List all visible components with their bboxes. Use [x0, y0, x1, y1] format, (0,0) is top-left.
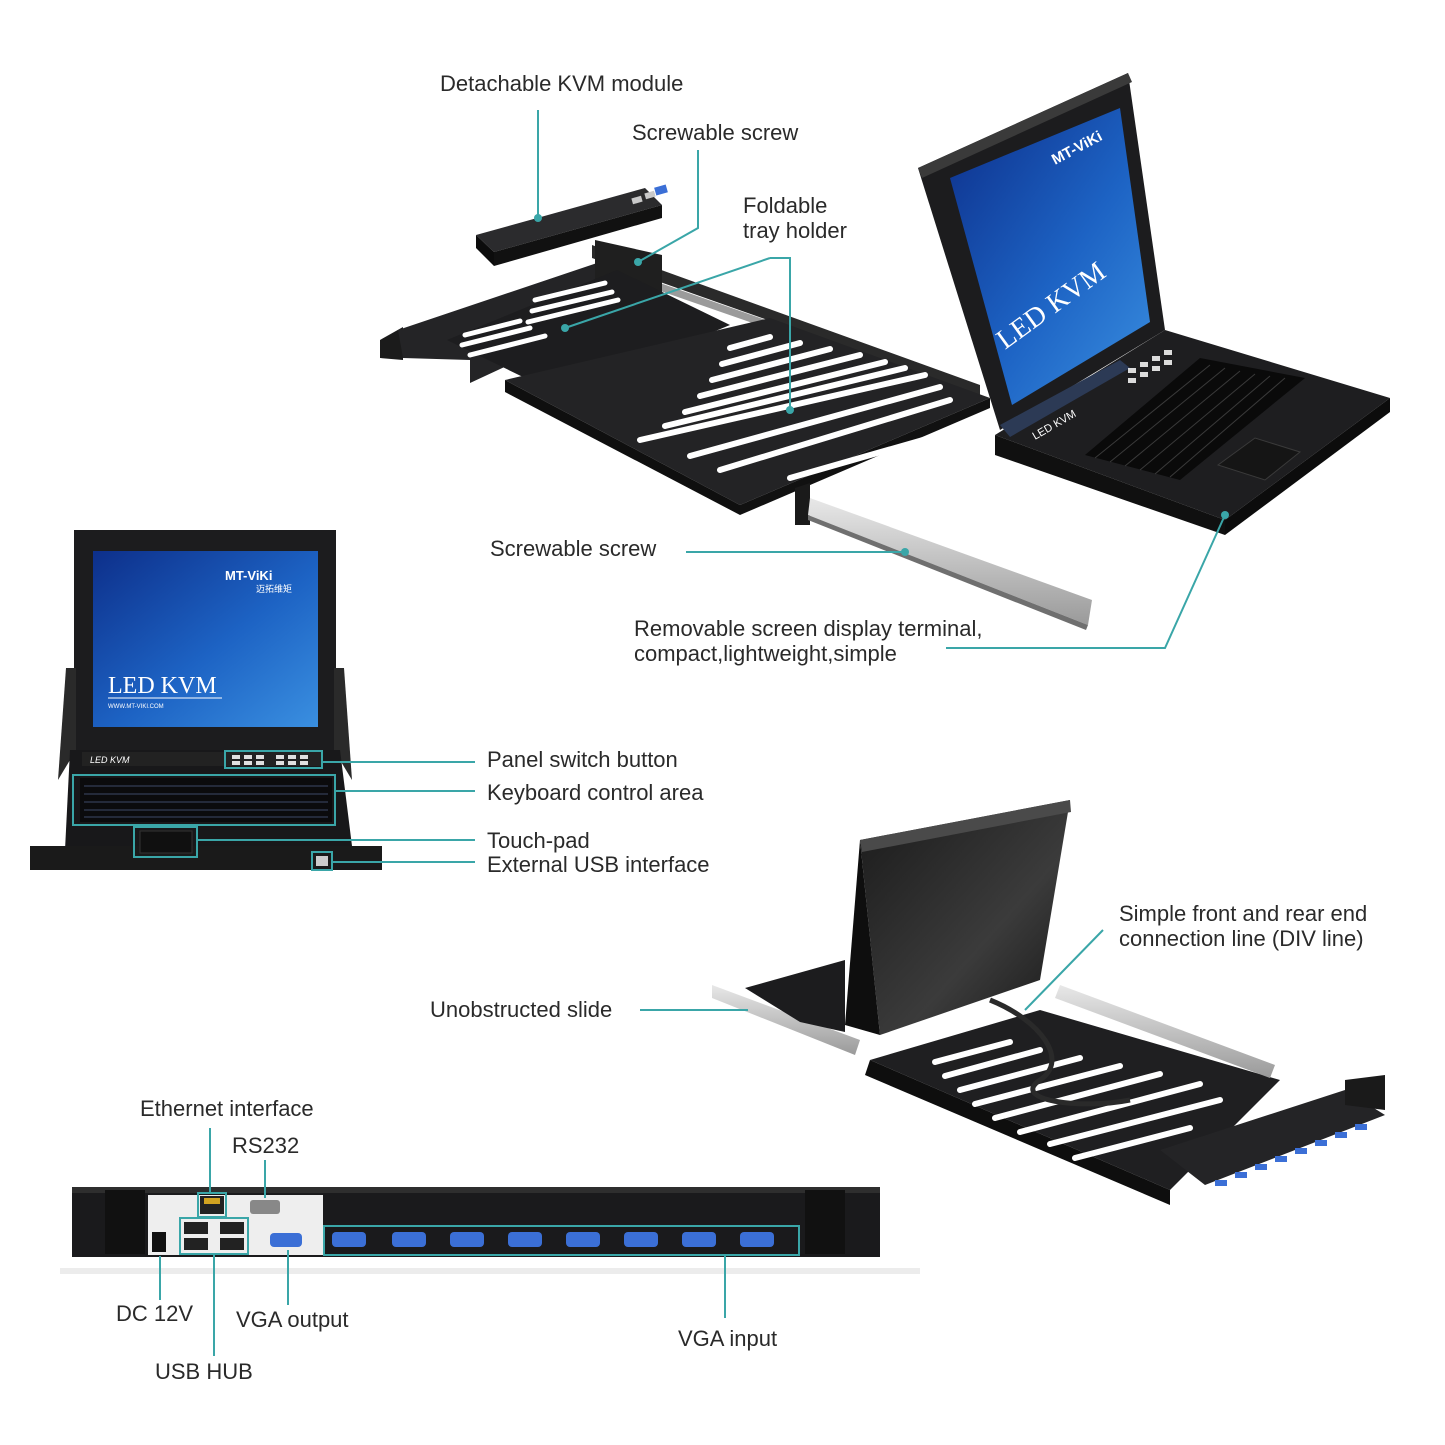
label-keyboard-area: Keyboard control area — [487, 780, 704, 805]
label-vga-input: VGA input — [678, 1326, 778, 1351]
label-touchpad: Touch-pad — [487, 828, 590, 853]
brand-cn-front: 迈拓维矩 — [256, 583, 292, 594]
leader-dots — [534, 214, 1229, 556]
label-screw-rail: Screwable screw — [490, 536, 657, 561]
brand-logo-front: MT-ViKi — [225, 568, 272, 583]
rear-kvm-console — [712, 800, 1385, 1205]
label-unobstructed-slide: Unobstructed slide — [430, 997, 613, 1022]
label-vga-output: VGA output — [236, 1307, 349, 1332]
screen-title-front: LED KVM — [108, 673, 217, 699]
label-front-rear-line: Simple front and rear end connection lin… — [1119, 901, 1368, 951]
label-removable-screen: Removable screen display terminal, compa… — [634, 616, 983, 666]
rear-panel — [60, 1187, 920, 1274]
sliding-tray — [380, 240, 1092, 630]
label-dc12v: DC 12V — [116, 1301, 194, 1326]
label-screw-top: Screwable screw — [632, 120, 799, 145]
label-external-usb: External USB interface — [487, 852, 710, 877]
open-kvm-console-top: MT-ViKi LED KVM LED KVM — [918, 73, 1390, 535]
panel-text-front: LED KVM — [90, 755, 130, 765]
front-kvm-console: MT-ViKi 迈拓维矩 LED KVM WWW.MT-VIKI.COM LED… — [30, 530, 382, 870]
label-rs232: RS232 — [232, 1133, 300, 1158]
detachable-kvm-module — [476, 184, 668, 266]
label-usb-hub: USB HUB — [155, 1359, 253, 1384]
label-foldable-tray: Foldable tray holder — [743, 193, 847, 243]
leader-lines — [159, 110, 1226, 1356]
label-panel-switch: Panel switch button — [487, 747, 678, 772]
label-ethernet: Ethernet interface — [140, 1096, 314, 1121]
label-detachable-module: Detachable KVM module — [440, 71, 684, 96]
website-front: WWW.MT-VIKI.COM — [108, 704, 164, 710]
